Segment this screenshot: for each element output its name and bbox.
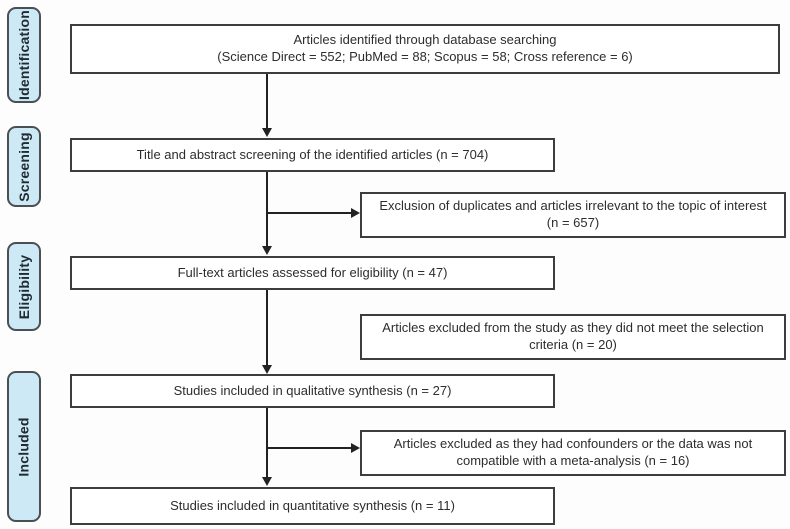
box-identified-records-line2: (Science Direct = 552; PubMed = 88; Scop… xyxy=(217,49,633,64)
arrow-identification-to-screening-line xyxy=(266,74,268,128)
arrow-eligibility-to-qualitative-line xyxy=(266,290,268,365)
stage-screening: Screening xyxy=(7,126,41,207)
stage-screening-label: Screening xyxy=(16,131,32,202)
box-excluded-selection-criteria-text: Articles excluded from the study as they… xyxy=(382,320,764,352)
arrow-qualitative-to-quantitative-head-icon xyxy=(262,477,272,486)
box-excluded-duplicates-text: Exclusion of duplicates and articles irr… xyxy=(379,198,767,230)
stage-eligibility: Eligibility xyxy=(7,242,41,331)
arrow-identification-to-screening-head-icon xyxy=(262,128,272,137)
box-qualitative-synthesis: Studies included in qualitative synthesi… xyxy=(70,374,555,408)
box-excluded-selection-criteria: Articles excluded from the study as they… xyxy=(360,314,786,360)
arrow-branch-to-duplicates-line xyxy=(267,212,351,214)
stage-identification: Identification xyxy=(7,7,41,103)
box-title-abstract-screening-text: Title and abstract screening of the iden… xyxy=(136,146,489,162)
box-identified-records-line1: Articles identified through database sea… xyxy=(293,32,557,48)
box-title-abstract-screening: Title and abstract screening of the iden… xyxy=(70,138,555,172)
box-quantitative-synthesis: Studies included in quantitative synthes… xyxy=(70,487,555,525)
stage-included: Included xyxy=(7,371,41,522)
arrow-screening-to-eligibility-line xyxy=(266,172,268,246)
arrow-qualitative-to-quantitative-line xyxy=(266,408,268,477)
box-qualitative-synthesis-text: Studies included in qualitative synthesi… xyxy=(173,382,452,398)
box-fulltext-assessed: Full-text articles assessed for eligibil… xyxy=(70,256,555,290)
arrow-branch-to-confounders-line xyxy=(267,447,351,449)
box-fulltext-assessed-text: Full-text articles assessed for eligibil… xyxy=(177,264,448,280)
box-quantitative-synthesis-text: Studies included in quantitative synthes… xyxy=(170,497,455,513)
arrow-branch-to-duplicates-head-icon xyxy=(351,208,360,218)
box-identified-records: Articles identified through database sea… xyxy=(70,24,780,74)
stage-included-label: Included xyxy=(16,416,33,477)
arrow-eligibility-to-qualitative-head-icon xyxy=(262,365,272,374)
box-excluded-confounders-text: Articles excluded as they had confounder… xyxy=(393,436,753,468)
arrow-screening-to-eligibility-head-icon xyxy=(262,246,272,255)
box-excluded-duplicates: Exclusion of duplicates and articles irr… xyxy=(360,192,786,238)
arrow-branch-to-confounders-head-icon xyxy=(351,443,360,453)
box-excluded-confounders: Articles excluded as they had confounder… xyxy=(360,430,786,476)
stage-identification-label: Identification xyxy=(16,10,33,100)
stage-eligibility-label: Eligibility xyxy=(16,254,32,319)
